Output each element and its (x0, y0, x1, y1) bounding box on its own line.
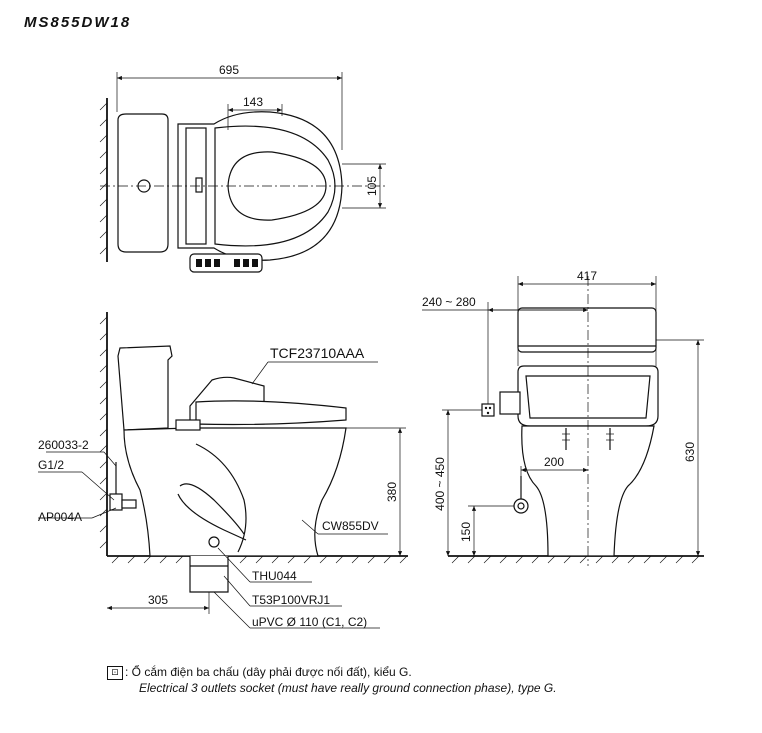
dim-socket-offset: 240 ~ 280 (422, 295, 476, 309)
bowl-model-label: CW855DV (322, 519, 379, 533)
dim-inlet-height: 150 (459, 522, 473, 542)
pvc-part-label: uPVC Ø 110 (C1, C2) (252, 615, 367, 629)
remote-buttons (196, 259, 258, 267)
floor-hatch-side (111, 555, 408, 564)
thread-part-label: G1/2 (38, 458, 64, 472)
flange-part-label: THU044 (252, 569, 297, 583)
dim-top-width: 695 (219, 63, 239, 77)
pipe-part-label: T53P100VRJ1 (252, 593, 330, 607)
side-view: 380 305 TCF23710AAA CW855DV 260033-2 G1/… (38, 312, 408, 629)
valve-part-label: 260033-2 (38, 438, 89, 452)
dim-front-width: 417 (577, 269, 597, 283)
bolts (562, 428, 614, 450)
floor-hatch-front (451, 555, 700, 564)
technical-drawing: 695 143 105 (38, 63, 704, 629)
socket-icon: ⚀ (107, 665, 123, 680)
dim-rough-in: 305 (148, 593, 168, 607)
front-view: 417 240 ~ 280 400 ~ 450 200 150 630 (422, 269, 704, 566)
seat-model-label: TCF23710AAA (270, 345, 365, 361)
dim-front-total-height: 630 (683, 442, 697, 462)
hose-part-label: AP004A (38, 510, 82, 524)
dim-seat-offset: 143 (243, 95, 263, 109)
dim-top-height: 105 (365, 176, 379, 196)
dim-inlet-spacing: 200 (544, 455, 564, 469)
dim-socket-height: 400 ~ 450 (433, 457, 447, 511)
note-english: Electrical 3 outlets socket (must have r… (139, 681, 557, 695)
note-vietnamese: Ổ cắm điện ba chấu (dây phải được nối đấ… (131, 665, 412, 679)
page-title: MS855DW18 (24, 14, 132, 31)
wall-hatch-side (99, 316, 108, 549)
dim-side-height: 380 (385, 482, 399, 502)
top-view: 695 143 105 (99, 63, 386, 273)
legend-note: ⚀: Ổ cắm điện ba chấu (dây phải được nối… (107, 664, 557, 696)
wall-hatch-top (99, 102, 108, 255)
